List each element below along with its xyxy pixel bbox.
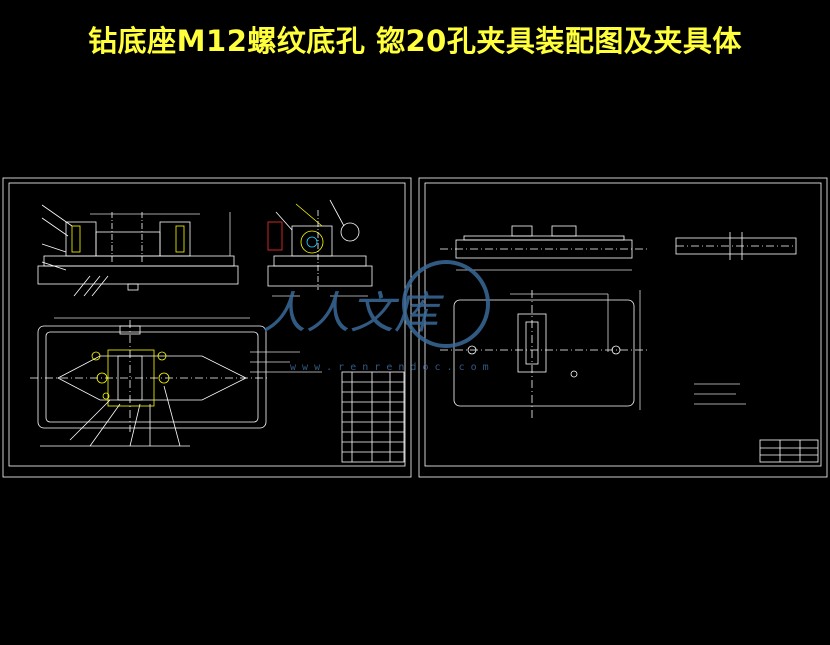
assembly-sheet-inner-frame [8, 182, 406, 467]
watermark-url: w w w . r e n r e n d o c . c o m [290, 362, 489, 373]
drawing-title: 钻底座M12螺纹底孔 锪20孔夹具装配图及夹具体 [88, 24, 742, 58]
body-top-view [440, 290, 648, 420]
fixture-body-sheet-inner-frame [424, 182, 822, 467]
assembly-sheet [2, 177, 412, 478]
fixture-body-sheet [418, 177, 828, 478]
body-title-block [759, 439, 819, 463]
front-view [37, 204, 239, 297]
assembly-notes [250, 351, 322, 373]
parts-list [341, 371, 405, 463]
watermark-text: 人人文库 [262, 288, 445, 339]
top-view [30, 317, 270, 447]
body-notes [694, 383, 746, 405]
watermark: 人人文库 w w w . r e n r e n d o c . c o m [262, 260, 490, 373]
fixture-body-sheet-outer-frame [418, 177, 828, 478]
body-front-view [440, 225, 648, 271]
side-view [267, 199, 373, 297]
body-side-view [675, 232, 797, 260]
watermark-logo-icon [402, 260, 490, 348]
